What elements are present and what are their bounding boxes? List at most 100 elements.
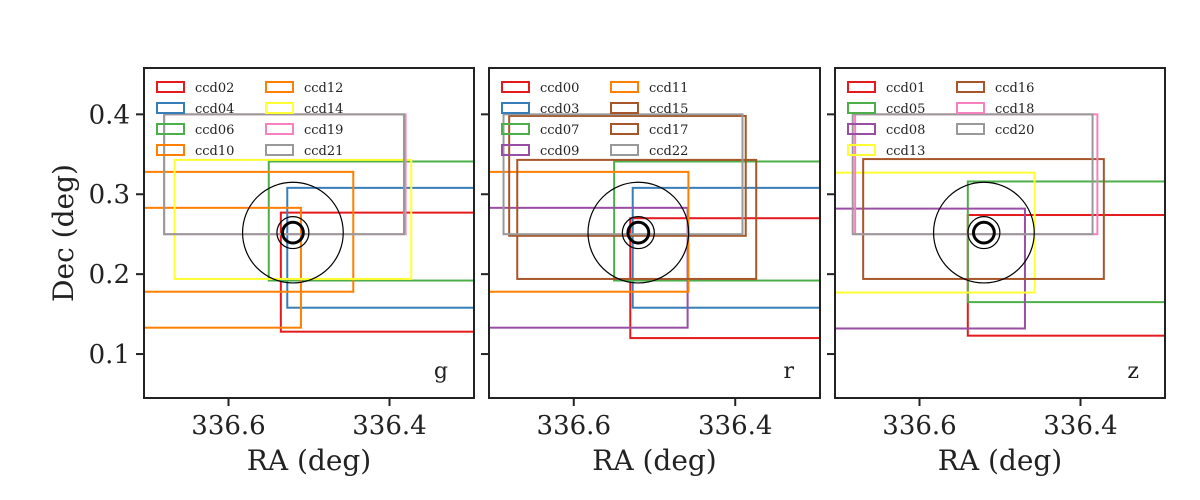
x-axis-label: RA (deg): [247, 444, 371, 477]
legend-label-ccd18: ccd18: [995, 102, 1034, 117]
legend-label-ccd07: ccd07: [540, 123, 579, 138]
x-tick-label: 336.4: [352, 411, 426, 441]
legend-swatch-ccd03: [501, 102, 530, 114]
legend-label-ccd15: ccd15: [649, 102, 688, 117]
plot-area: [489, 113, 820, 340]
legend-label-ccd01: ccd01: [886, 81, 925, 96]
legend-swatch-ccd06: [156, 123, 185, 135]
ccd-footprint-ccd12: [144, 206, 302, 329]
band-label: r: [783, 359, 794, 384]
legend-label-ccd11: ccd11: [649, 81, 688, 96]
legend-label-ccd02: ccd02: [195, 81, 234, 96]
legend-swatch-ccd02: [156, 81, 185, 93]
ccd-footprint-ccd11: [489, 170, 690, 293]
legend-swatch-ccd08: [847, 123, 876, 135]
x-tick-label: 336.4: [1043, 411, 1117, 441]
legend-label-ccd13: ccd13: [886, 144, 925, 159]
ccd-footprint-ccd06: [267, 160, 474, 282]
x-tick-label: 336.6: [191, 411, 265, 441]
legend-swatch-ccd07: [501, 123, 530, 135]
legend-swatch-ccd01: [847, 81, 876, 93]
x-tick-label: 336.4: [698, 411, 772, 441]
legend-label-ccd16: ccd16: [995, 81, 1034, 96]
legend-swatch-ccd13: [847, 144, 876, 156]
axes-frame: [488, 67, 821, 399]
ccd-footprint-ccd13: [835, 171, 1036, 294]
legend: ccd01 ccd05 ccd08 ccd13 ccd16 ccd18 ccd20: [847, 81, 1034, 159]
legend-label-ccd20: ccd20: [995, 123, 1034, 138]
legend-swatch-ccd15: [610, 102, 639, 114]
legend-label-ccd22: ccd22: [649, 144, 688, 159]
ccd-footprint-ccd08: [835, 207, 1026, 330]
legend-swatch-ccd09: [501, 144, 530, 156]
legend-label-ccd05: ccd05: [886, 102, 925, 117]
target-circle-0: [626, 220, 651, 245]
legend-swatch-ccd20: [956, 123, 985, 135]
plot-area: [835, 113, 1165, 337]
legend-swatch-ccd04: [156, 102, 185, 114]
ccd-footprint-ccd14: [173, 158, 413, 280]
y-axis-label: Dec (deg): [47, 164, 80, 302]
y-tick-label: 0.3: [89, 180, 130, 210]
legend-swatch-ccd16: [956, 81, 985, 93]
ccd-footprint-ccd05: [966, 180, 1165, 304]
target-circle-0: [972, 220, 996, 245]
panel-g: 336.6 336.4 0.1 0.2 0.3 0.4 RA (deg) Dec (deg) g…: [47, 67, 475, 477]
legend-swatch-ccd12: [265, 81, 294, 93]
legend-label-ccd04: ccd04: [195, 102, 234, 117]
legend-label-ccd21: ccd21: [304, 144, 343, 159]
legend-swatch-ccd10: [156, 144, 185, 156]
legend-swatch-ccd18: [956, 102, 985, 114]
target-circle-0: [281, 220, 305, 245]
ccd-footprint-ccd07: [613, 160, 820, 282]
axes-frame: [834, 67, 1166, 399]
target-circle-2: [241, 181, 344, 284]
axes-frame: [143, 67, 475, 399]
y-tick-label: 0.1: [89, 340, 130, 370]
legend-swatch-ccd11: [610, 81, 639, 93]
plot-area: [144, 113, 474, 333]
legend-label-ccd19: ccd19: [304, 123, 343, 138]
legend-swatch-ccd00: [501, 81, 530, 93]
legend-swatch-ccd22: [610, 144, 639, 156]
y-tick-label: 0.4: [89, 100, 130, 130]
legend-label-ccd14: ccd14: [304, 102, 343, 117]
legend-swatch-ccd21: [265, 144, 294, 156]
legend-label-ccd09: ccd09: [540, 144, 579, 159]
band-label: g: [434, 359, 448, 384]
y-tick-label: 0.2: [89, 260, 130, 290]
legend-label-ccd03: ccd03: [540, 102, 579, 117]
ccd-footprint-ccd16: [862, 158, 1105, 280]
target-circle-2: [587, 181, 690, 284]
ccd-footprint-ccd10: [144, 170, 355, 293]
legend-label-ccd12: ccd12: [304, 81, 343, 96]
target-circle-1: [276, 216, 310, 250]
x-tick-label: 336.6: [882, 411, 956, 441]
legend-label-ccd06: ccd06: [195, 123, 234, 138]
target-circle-1: [621, 216, 655, 250]
x-axis-label: RA (deg): [938, 444, 1062, 477]
x-tick-label: 336.6: [537, 411, 611, 441]
legend-label-ccd00: ccd00: [540, 81, 579, 96]
legend-swatch-ccd05: [847, 102, 876, 114]
target-circle-1: [967, 216, 1001, 250]
legend-label-ccd08: ccd08: [886, 123, 925, 138]
ccd-footprint-ccd02: [279, 211, 474, 333]
legend-swatch-ccd19: [265, 123, 294, 135]
legend-swatch-ccd14: [265, 102, 294, 114]
legend-label-ccd10: ccd10: [195, 144, 234, 159]
legend-swatch-ccd17: [610, 123, 639, 135]
band-label: z: [1127, 359, 1139, 384]
legend-label-ccd17: ccd17: [649, 123, 688, 138]
ccd-footprint-ccd01: [966, 214, 1165, 337]
ccd-footprint-ccd04: [286, 186, 474, 309]
ccd-footprint-ccd15: [516, 158, 758, 280]
target-circle-2: [932, 181, 1035, 284]
legend: ccd00 ccd03 ccd07 ccd09 ccd11 ccd15 ccd17 ccd22: [501, 81, 688, 159]
x-axis-label: RA (deg): [592, 444, 716, 477]
legend: ccd02 ccd04 ccd06 ccd10 ccd12 ccd14 ccd19 ccd21: [156, 81, 343, 159]
ccd-footprint-ccd03: [631, 186, 820, 309]
